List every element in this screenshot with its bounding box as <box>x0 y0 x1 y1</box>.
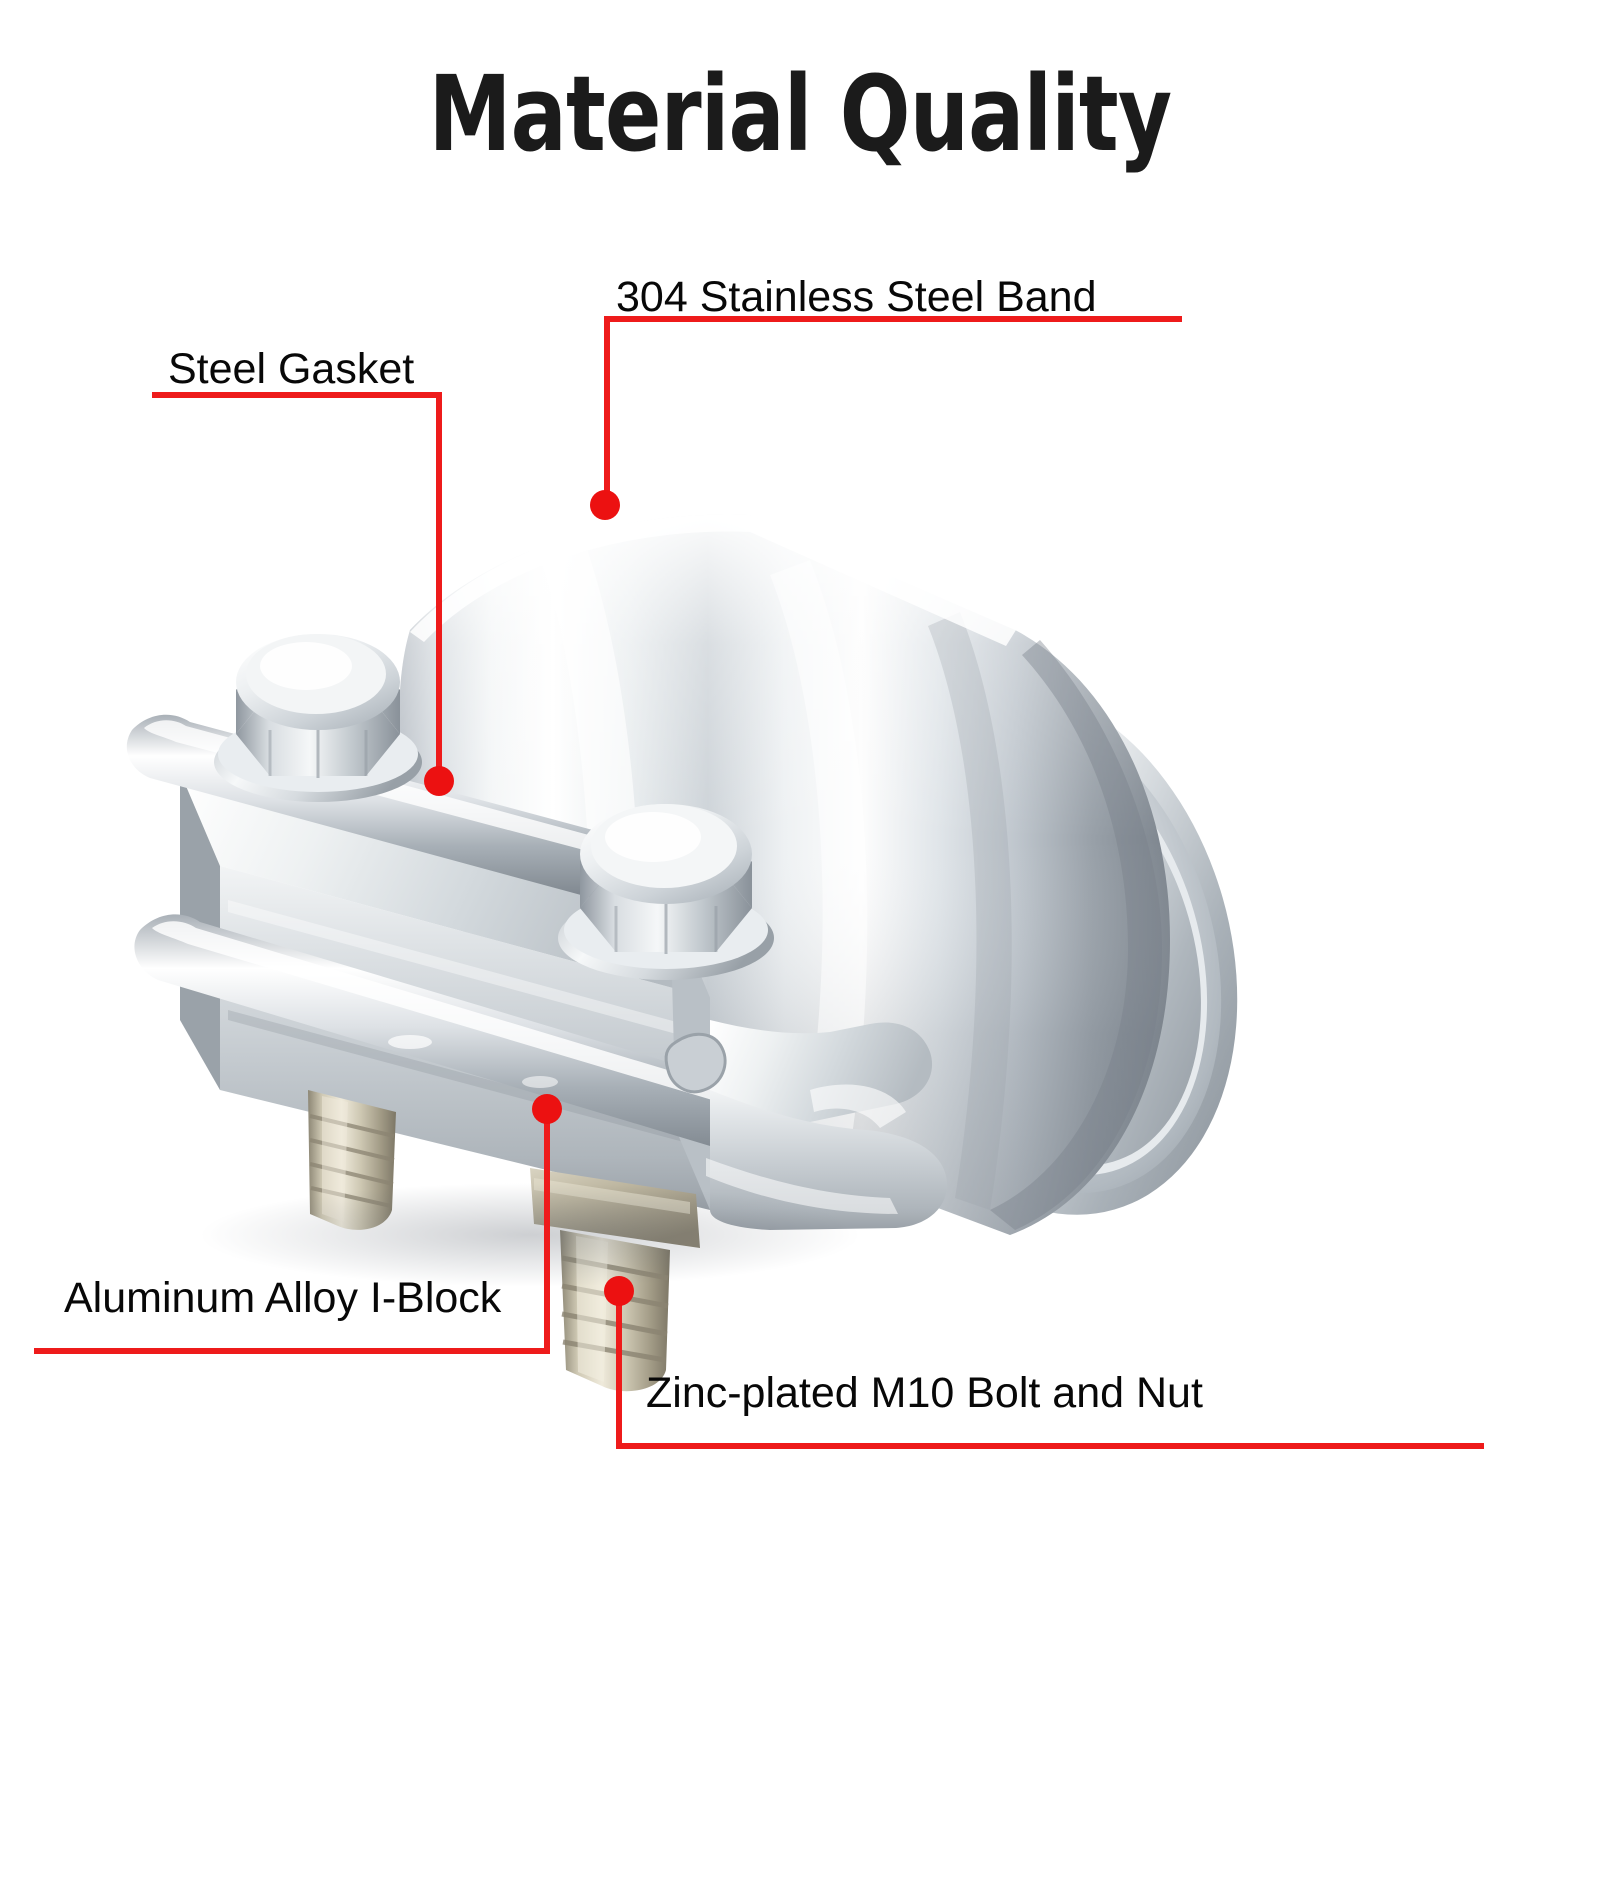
callout-rule-gasket <box>152 392 442 398</box>
callout-leader-band <box>604 316 610 506</box>
rolled-edge-lower <box>134 914 804 1161</box>
callout-label-band: 304 Stainless Steel Band <box>616 273 1097 321</box>
callout-rule-bolt <box>616 1443 1484 1449</box>
callout-label-bolt: Zinc-plated M10 Bolt and Nut <box>646 1369 1203 1417</box>
callout-leader-gasket <box>436 392 442 772</box>
callout-leader-bolt <box>616 1300 622 1449</box>
hex-nut-lower <box>558 804 774 980</box>
callout-label-iblock: Aluminum Alloy I-Block <box>64 1274 502 1322</box>
band-top-edge <box>410 513 1016 646</box>
callout-label-gasket: Steel Gasket <box>168 345 415 393</box>
hex-nut-upper <box>214 634 422 802</box>
callout-rule-iblock <box>34 1348 550 1354</box>
band-tail-wrap <box>664 1020 947 1230</box>
callout-marker-bolt <box>604 1276 634 1306</box>
page-title: Material Quality <box>428 53 1172 175</box>
callout-marker-band <box>590 490 620 520</box>
product-image <box>110 330 1310 1410</box>
callout-marker-iblock <box>532 1094 562 1124</box>
callout-leader-iblock <box>544 1120 550 1354</box>
callout-marker-gasket <box>424 766 454 796</box>
callout-rule-band <box>604 316 1182 322</box>
